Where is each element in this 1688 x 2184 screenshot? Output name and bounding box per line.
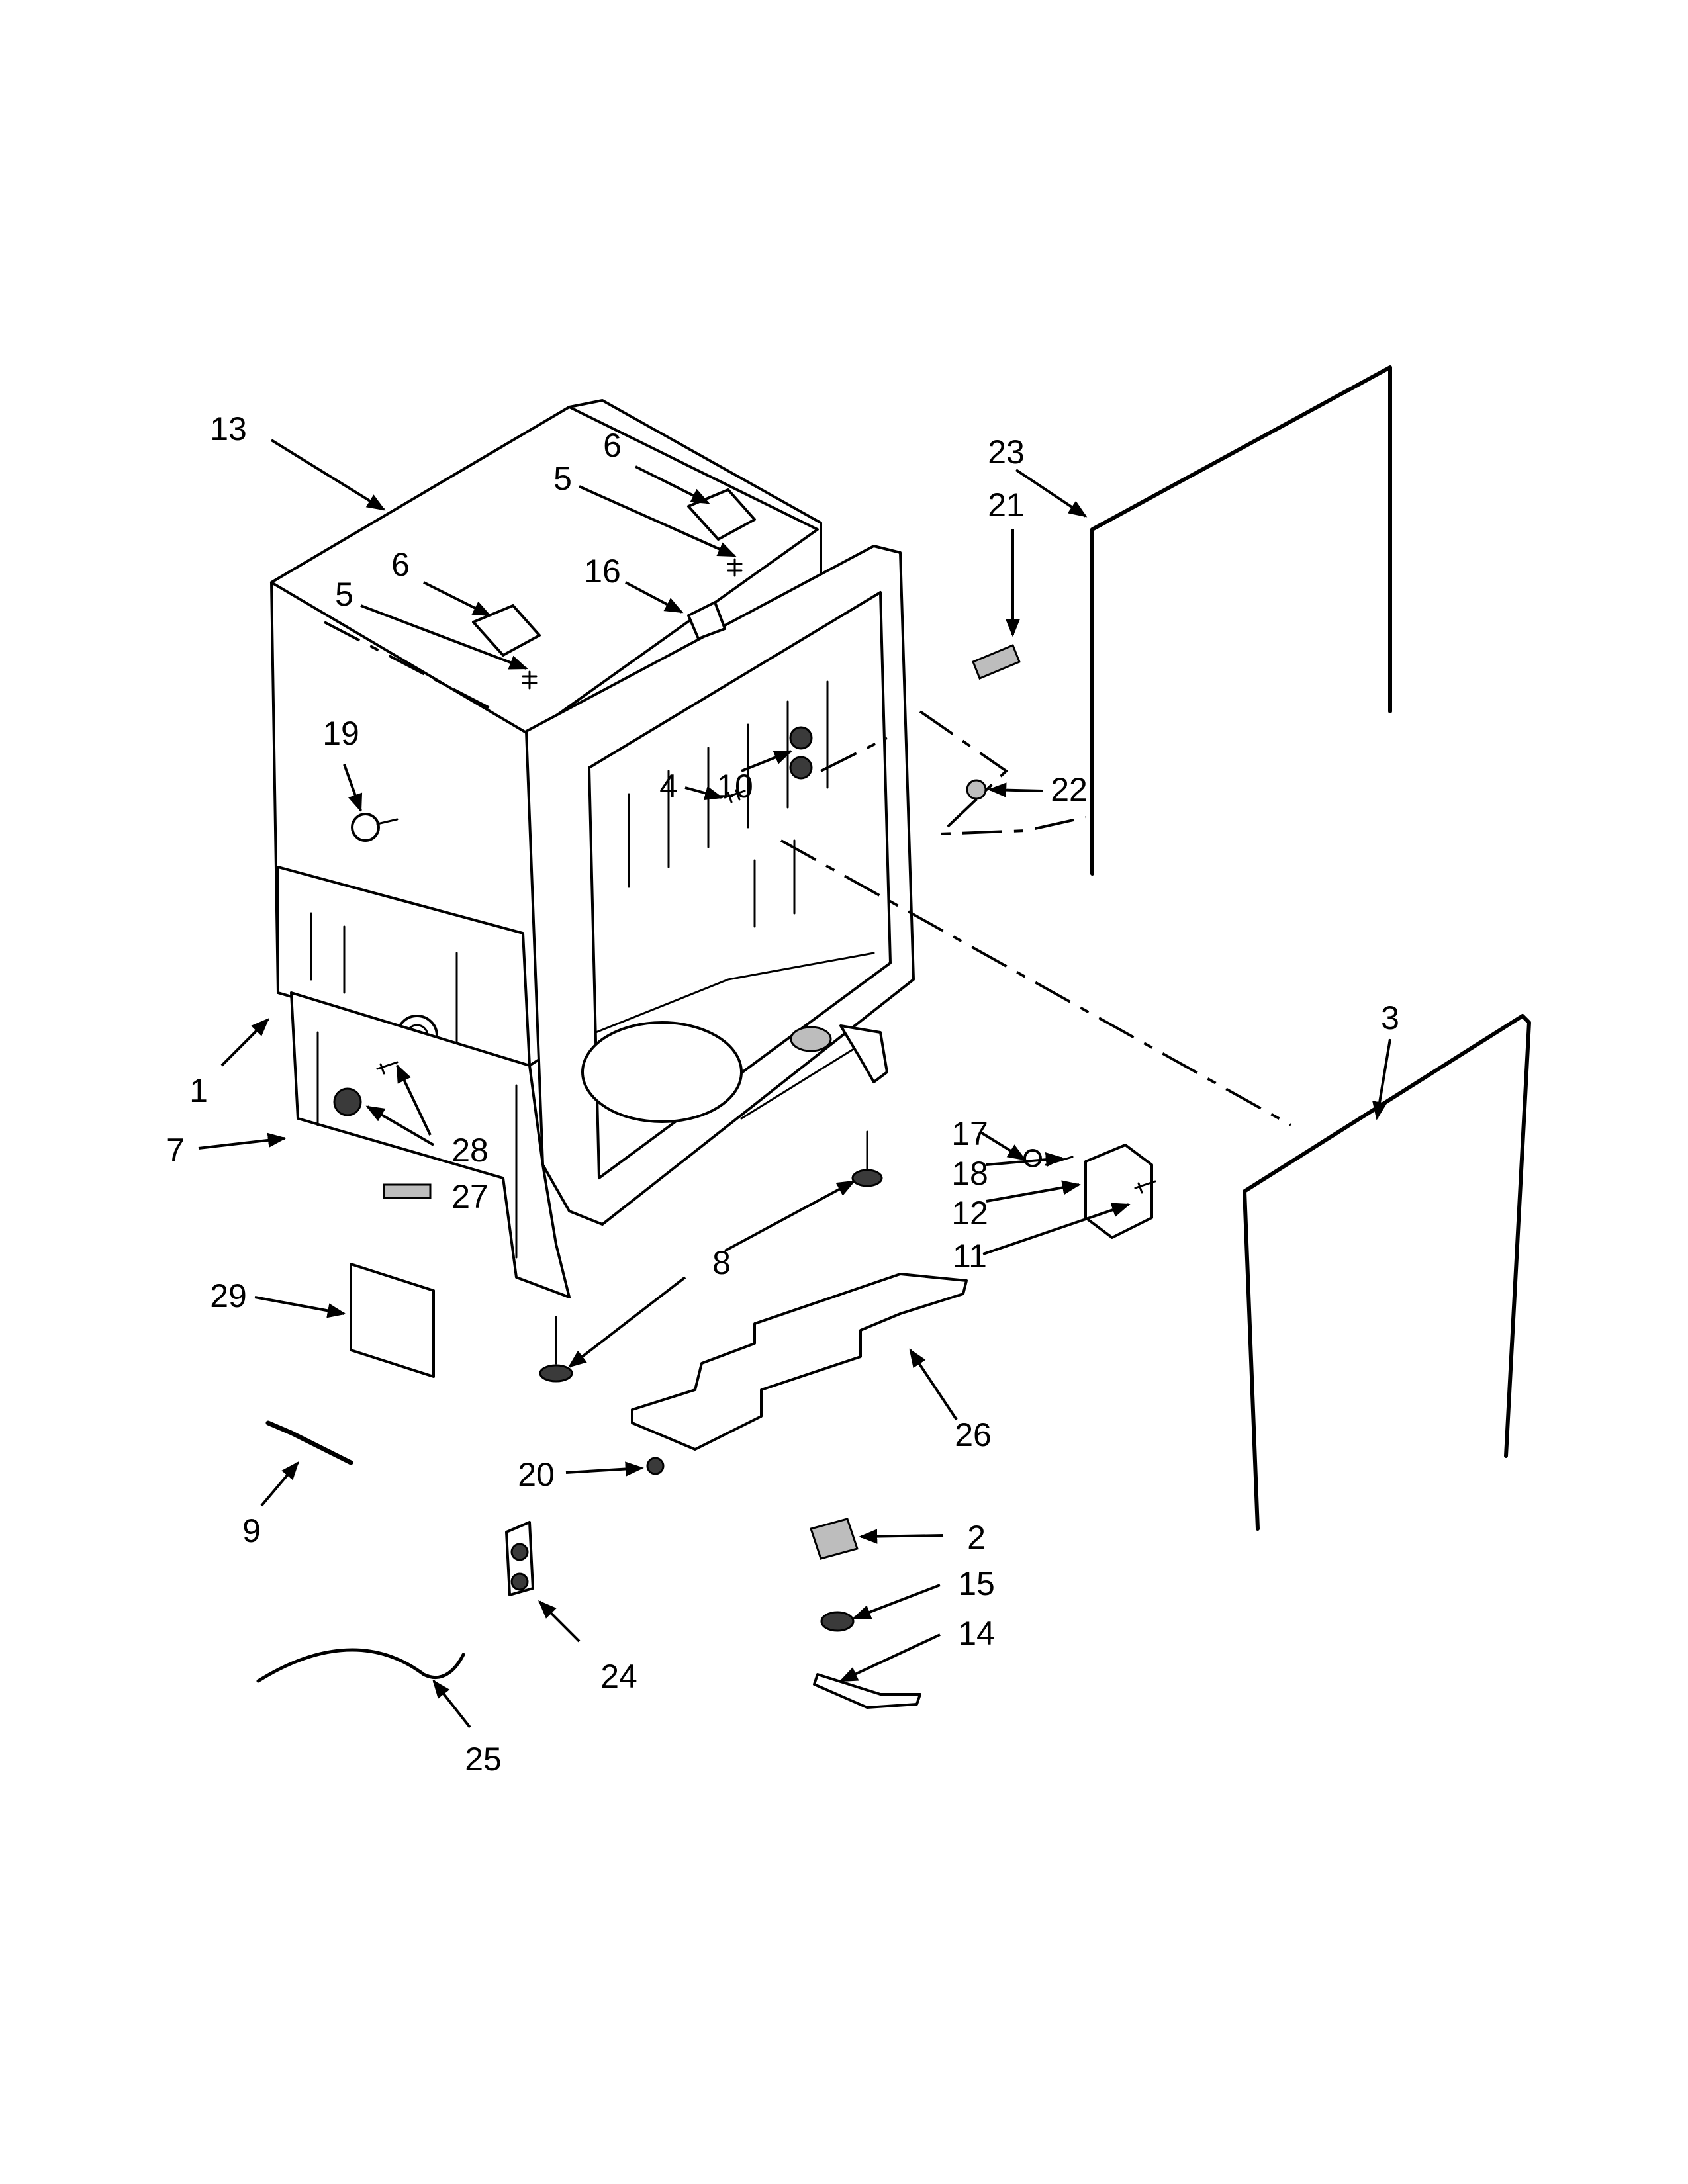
side-plug [351,813,380,842]
callout-21: 21 [988,486,1025,523]
tub-drain [790,1026,832,1052]
callout-26: 26 [955,1416,992,1453]
callout-28: 28 [451,1132,489,1169]
leveling-leg-left [539,1316,573,1383]
callout-15: 15 [958,1565,995,1602]
mounting-screw [1134,1180,1156,1194]
top-clip [687,601,726,640]
callout-22: 22 [1051,771,1088,808]
callout-14: 14 [958,1615,995,1652]
door-latch [810,1518,859,1560]
base-right-bracket [839,1024,888,1083]
tub-base-frame [290,991,571,1298]
callout-3: 3 [1381,999,1399,1036]
callout-2: 2 [967,1519,986,1556]
callout-25: 25 [465,1741,502,1778]
callout-4: 4 [659,768,678,805]
callout-labels: 13 6 5 6 5 16 19 10 4 21 23 22 1 7 28 27… [166,410,1399,1778]
screw-top [727,558,743,577]
drain-gear [333,1087,362,1116]
callout-29: 29 [210,1277,247,1314]
tub-sump [581,1021,743,1123]
roller-upper [789,726,813,750]
lower-door-gasket [1243,1014,1531,1531]
gasket-clip [972,644,1021,680]
callout-6-side: 6 [391,546,410,583]
callout-27: 27 [451,1178,489,1215]
hole-plug [966,779,987,800]
washer [1023,1149,1042,1167]
screw-side [522,670,538,690]
bracket-screw [376,1061,399,1075]
callout-17: 17 [951,1115,988,1152]
callout-11: 11 [953,1238,987,1275]
alignment-line-rollers [820,737,888,772]
callout-20: 20 [518,1456,555,1493]
grommet [646,1457,665,1475]
door-cable [256,1648,465,1683]
alignment-line-hinge-side [324,621,491,709]
roller-screw [724,789,746,803]
alignment-line-gasket [919,710,1086,836]
roller-lower [789,756,813,780]
callout-9: 9 [242,1512,261,1549]
switch-bracket [813,1673,921,1709]
callout-6-top: 6 [603,427,622,464]
float-switch [820,1611,855,1632]
callout-7: 7 [166,1132,185,1169]
callout-23: 23 [988,433,1025,471]
base-label-strip [383,1183,432,1199]
base-shield [631,1273,968,1451]
hinge-bracket-side [472,604,541,657]
callout-1: 1 [189,1072,208,1109]
callout-13: 13 [210,410,247,447]
callout-24: 24 [600,1658,637,1695]
leveling-leg-right [851,1130,883,1187]
callout-18: 18 [951,1155,988,1192]
callout-16: 16 [584,553,621,590]
door-spring [265,1420,353,1465]
leader-lines [198,439,1391,1729]
callout-5-top: 5 [553,460,572,497]
callout-12: 12 [951,1195,988,1232]
label-card [350,1263,435,1378]
callout-19: 19 [322,715,359,752]
callout-8: 8 [712,1244,731,1281]
callout-5-side: 5 [335,576,353,613]
tub-assembly [270,399,915,1298]
alignment-line-lower [780,839,1291,1126]
callout-10: 10 [716,768,753,805]
upper-door-gasket [1090,365,1392,876]
